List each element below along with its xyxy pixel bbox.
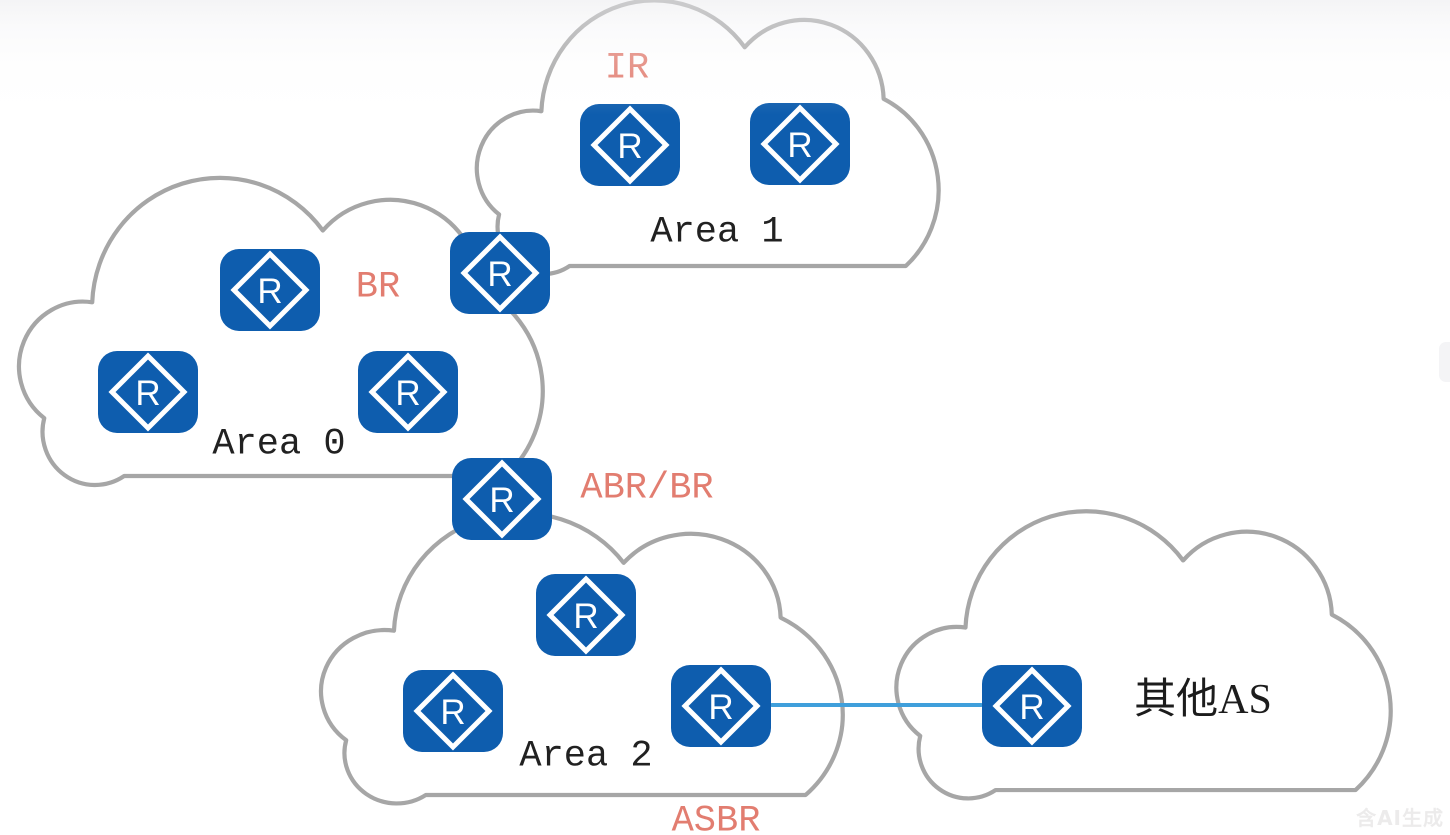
router-glyph: R [787,126,812,165]
cloud-other-as-fill [896,511,1391,799]
router-glyph: R [440,693,465,732]
label-role-abr-br: ABR/BR [580,467,714,510]
router-glyph: R [617,127,642,166]
router-glyph: R [257,272,282,311]
router-icon-area0-area2-border: R [451,457,553,541]
router-icon-area0-area1-border: R [449,231,551,315]
router-icon-area0-top: R [219,248,321,332]
label-other-as: 其他AS [1134,677,1272,723]
router-glyph: R [395,374,420,413]
router-glyph: R [708,688,733,727]
router-icon-area2-asbr: R [670,664,772,748]
label-area0: Area 0 [212,423,346,466]
router-icon-area2-left: R [402,669,504,753]
router-glyph: R [135,374,160,413]
router-icon-area1-2: R [749,102,851,186]
router-glyph: R [1019,688,1044,727]
router-glyph: R [487,255,512,294]
right-edge-artifact [1439,342,1450,382]
router-icon-other-as: R [981,664,1083,748]
router-glyph: R [489,481,514,520]
ai-generated-watermark: 含AI生成 [1356,806,1444,830]
router-icon-area1-1: R [579,103,681,187]
label-role-asbr: ASBR [671,800,761,835]
router-icon-area0-right: R [357,350,459,434]
router-icon-area2-top: R [535,573,637,657]
cloud-other-as-outline [896,511,1390,798]
label-area1: Area 1 [650,211,784,254]
asbr-to-other-as-link [770,703,983,707]
label-role-br: BR [355,266,401,309]
router-glyph: R [573,597,598,636]
router-icon-area0-left: R [97,350,199,434]
label-role-ir: IR [604,47,650,90]
label-area2: Area 2 [519,735,653,778]
